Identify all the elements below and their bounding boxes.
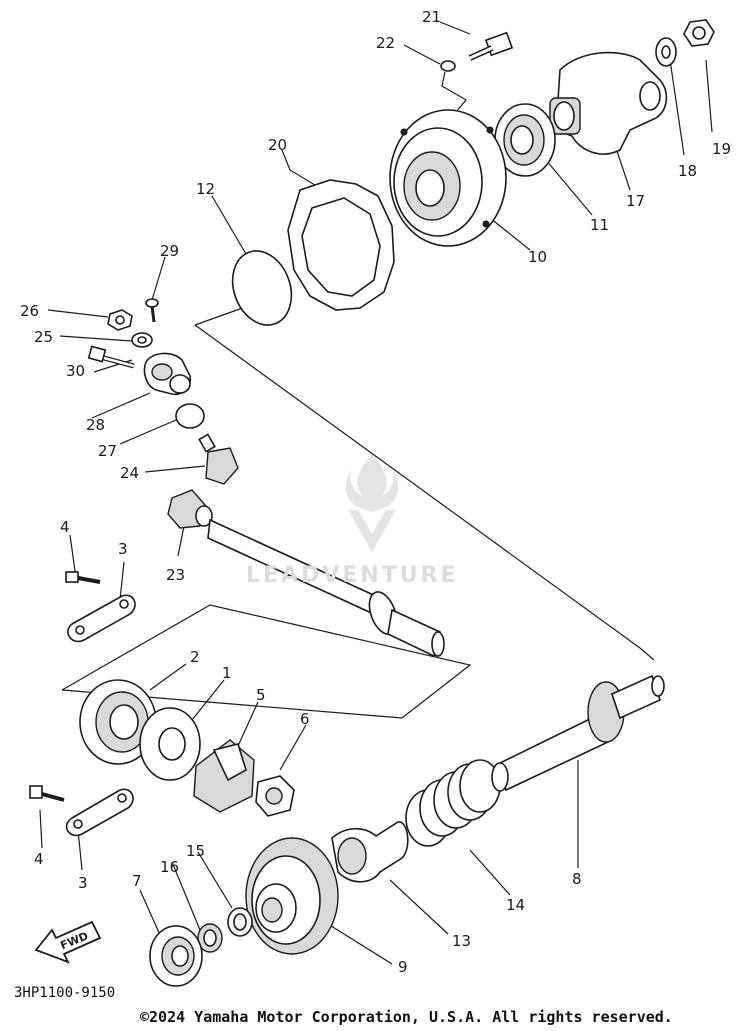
part-label-11: 11 xyxy=(590,216,609,234)
part-label-29: 29 xyxy=(160,242,179,260)
leader-lines xyxy=(39,21,713,965)
plate-20 xyxy=(287,179,395,311)
part-label-18: 18 xyxy=(678,162,697,180)
holder-28 xyxy=(143,352,192,396)
nut-26 xyxy=(107,309,133,331)
part-label-5: 5 xyxy=(256,686,266,704)
nut-19 xyxy=(683,19,715,47)
part-label-6: 6 xyxy=(300,710,310,728)
shaft-8 xyxy=(491,674,665,792)
bearing-housing-10 xyxy=(389,109,507,247)
part-label-4-upper: 4 xyxy=(60,518,70,536)
watermark-logo xyxy=(345,452,399,552)
gear-24 xyxy=(198,433,239,485)
coupling-13 xyxy=(331,821,409,883)
ring-16 xyxy=(197,923,223,953)
spring-14 xyxy=(405,759,501,847)
part-label-15: 15 xyxy=(186,842,205,860)
part-label-12: 12 xyxy=(196,180,215,198)
part-label-23: 23 xyxy=(166,566,185,584)
part-label-28: 28 xyxy=(86,416,105,434)
drive-shaft xyxy=(207,518,445,658)
ring-15 xyxy=(227,907,253,937)
part-label-16: 16 xyxy=(160,858,179,876)
part-label-9: 9 xyxy=(398,958,408,976)
nut-6 xyxy=(255,775,295,817)
washer-22 xyxy=(440,60,456,72)
part-label-2: 2 xyxy=(190,648,200,666)
part-label-27: 27 xyxy=(98,442,117,460)
part-label-21: 21 xyxy=(422,8,441,26)
plate-3-lower xyxy=(65,788,134,837)
part-label-30: 30 xyxy=(66,362,85,380)
part-label-3-upper: 3 xyxy=(118,540,128,558)
part-label-14: 14 xyxy=(506,896,525,914)
ring-gear-9 xyxy=(245,837,339,955)
part-label-1: 1 xyxy=(222,664,232,682)
bolt-21 xyxy=(468,31,514,61)
screw-29 xyxy=(145,298,159,323)
pinion-gear-5 xyxy=(193,739,255,813)
part-label-7: 7 xyxy=(132,872,142,890)
part-label-17: 17 xyxy=(626,192,645,210)
part-label-8: 8 xyxy=(572,870,582,888)
bolt-30 xyxy=(87,345,135,369)
part-label-22: 22 xyxy=(376,34,395,52)
bolt-4-upper xyxy=(65,571,101,584)
part-label-19: 19 xyxy=(712,140,731,158)
shim-1 xyxy=(139,707,201,781)
watermark-text: LEADVENTURE xyxy=(246,563,459,588)
bolt-4-lower xyxy=(29,785,65,802)
part-label-25: 25 xyxy=(34,328,53,346)
part-label-10: 10 xyxy=(528,248,547,266)
part-label-3-lower: 3 xyxy=(78,874,88,892)
bearing-7 xyxy=(149,925,203,987)
bearing-2 xyxy=(79,679,157,765)
oil-seal-11 xyxy=(494,103,556,177)
part-label-4-lower: 4 xyxy=(34,850,44,868)
gear-23 xyxy=(167,489,213,529)
plate-3-upper xyxy=(67,594,136,643)
washer-18 xyxy=(655,37,677,67)
part-label-24: 24 xyxy=(120,464,139,482)
fwd-arrow-icon: FWD xyxy=(34,920,102,964)
part-label-26: 26 xyxy=(20,302,39,320)
washer-27 xyxy=(175,403,205,429)
part-label-13: 13 xyxy=(452,932,471,950)
copyright-notice: ©2024 Yamaha Motor Corporation, U.S.A. A… xyxy=(140,1008,673,1026)
yoke-17 xyxy=(549,51,668,155)
part-label-20: 20 xyxy=(268,136,287,154)
part-labels: 21 22 19 18 17 11 10 20 12 29 26 25 30 2… xyxy=(20,8,731,976)
washer-25 xyxy=(131,332,153,348)
diagram-code: 3HP1100-9150 xyxy=(14,985,116,1001)
o-ring-12 xyxy=(231,250,293,326)
